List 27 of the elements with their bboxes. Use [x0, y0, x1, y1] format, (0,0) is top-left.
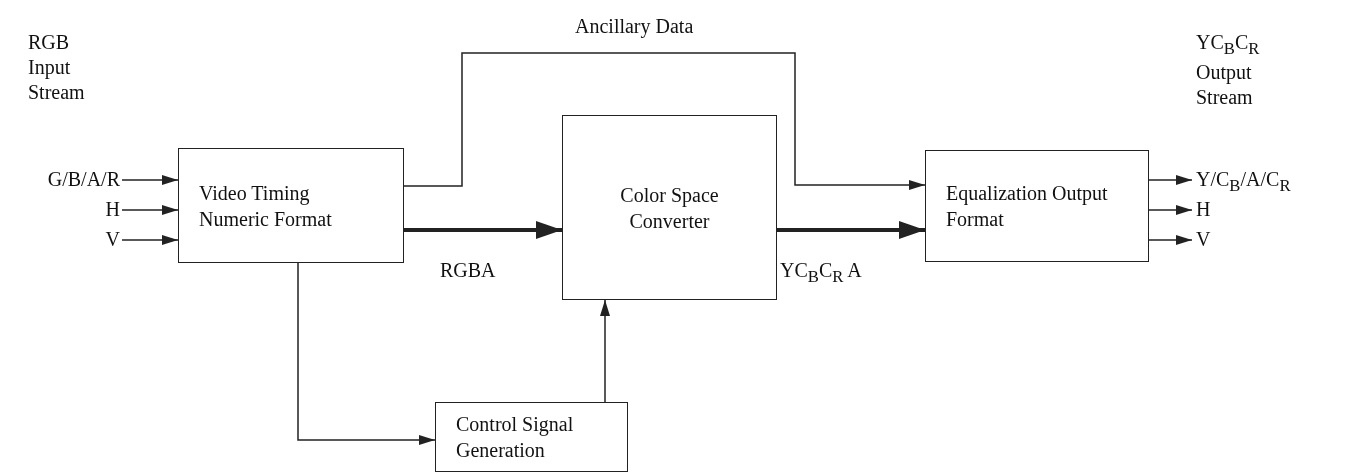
arrow [404, 221, 562, 239]
arrow [121, 235, 179, 245]
process-box [178, 148, 404, 263]
arrow [1148, 205, 1193, 215]
arrow [121, 205, 179, 215]
arrow [1148, 235, 1193, 245]
signal-label: V [0, 226, 120, 254]
process-box [925, 150, 1149, 262]
stream-label: RGB Input Stream [28, 30, 86, 105]
signal-label: H [0, 196, 120, 224]
arrow [1148, 175, 1193, 185]
signal-label: H [1196, 196, 1256, 224]
process-box [435, 402, 628, 472]
box-label: Color Space Converter [619, 182, 720, 234]
signal-label: G/B/A/R [0, 166, 120, 194]
signal-label: Y/C$_{B}$/A/C$_{R}$ [1196, 166, 1366, 194]
signal-label: V [1196, 226, 1256, 254]
arrow [777, 221, 925, 239]
stream-label: YC$_{B}$C$_{R}$ Output Stream [1196, 30, 1261, 110]
arrow [121, 175, 179, 185]
box-label: Control Signal Generation [456, 412, 575, 463]
arrow [297, 262, 436, 445]
box-label: Equalization Output Format [946, 181, 1109, 232]
arrow [403, 52, 926, 190]
arrow [600, 299, 610, 403]
box-label: Video Timing Numeric Format [199, 180, 333, 232]
process-box [562, 115, 777, 300]
